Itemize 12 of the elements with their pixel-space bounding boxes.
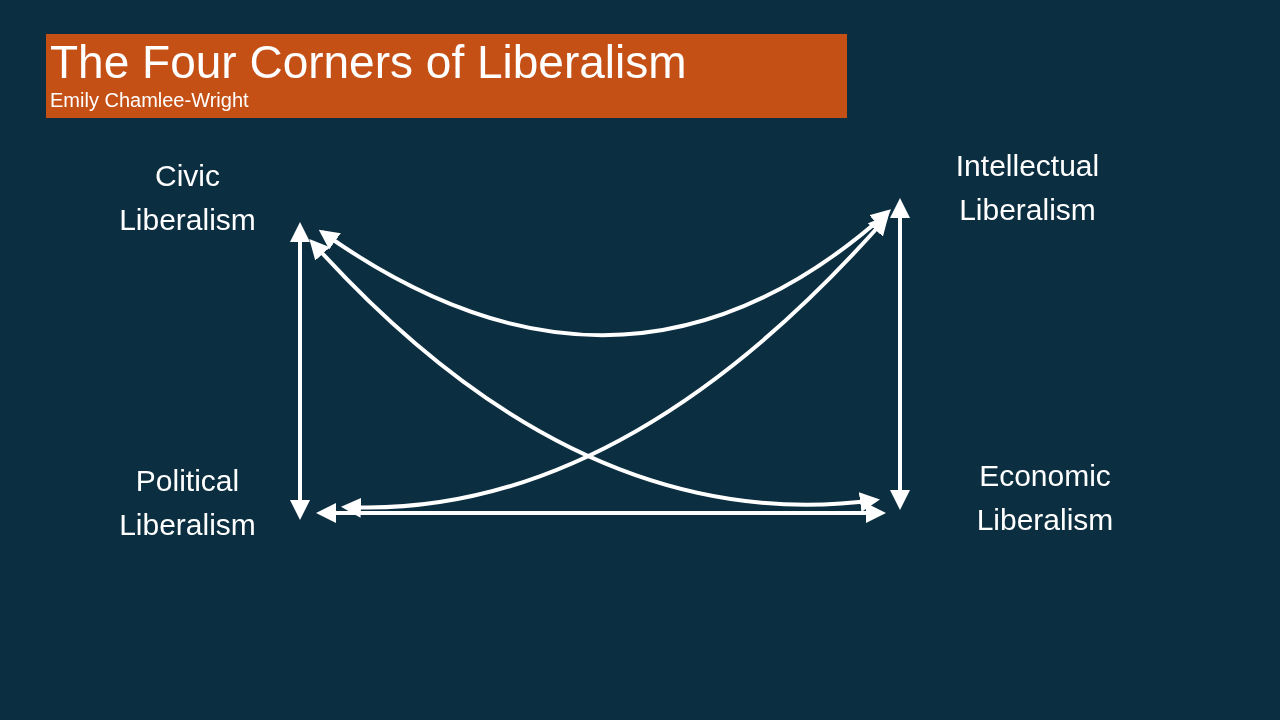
title: The Four Corners of Liberalism [50, 36, 688, 88]
double-arrow [290, 222, 310, 520]
node-label: Economic Liberalism [976, 457, 1114, 538]
double-arrow [316, 503, 886, 523]
node-label: Intellectual Liberalism [955, 147, 1100, 228]
double-arrow [318, 209, 892, 337]
subtitle: Emily Chamlee-Wright [50, 88, 250, 112]
double-arrow [341, 215, 889, 517]
node-label: Political Liberalism [119, 462, 256, 543]
node-label: Civic Liberalism [119, 157, 256, 238]
double-arrow [309, 239, 880, 512]
double-arrow [890, 198, 910, 510]
